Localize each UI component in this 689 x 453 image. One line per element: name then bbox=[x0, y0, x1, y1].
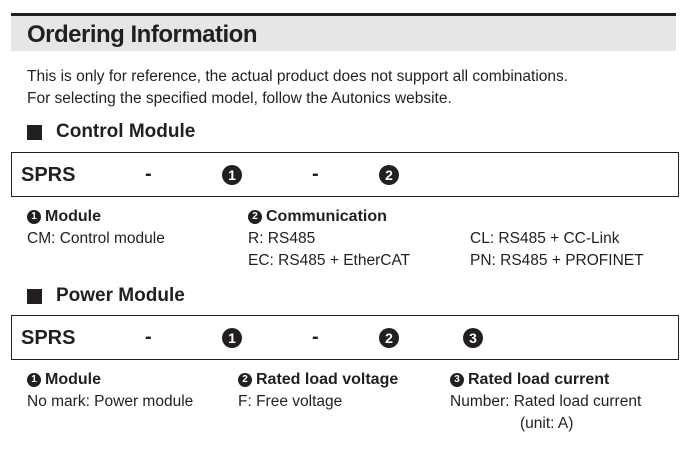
circle-number-icon: 3 bbox=[450, 373, 464, 387]
page-title: Ordering Information bbox=[27, 21, 258, 48]
square-bullet-icon bbox=[27, 288, 42, 304]
voltage-col: 2 Rated load voltage F: Free voltage bbox=[238, 369, 398, 413]
power-module-col: 1 Module No mark: Power module bbox=[27, 369, 193, 413]
current-heading-label: Rated load current bbox=[468, 371, 610, 388]
circle-number-2: 2 bbox=[379, 328, 399, 348]
circle-number-2: 2 bbox=[379, 165, 399, 185]
control-module-col: 1 Module CM: Control module bbox=[27, 206, 165, 250]
control-module-heading: Control Module bbox=[27, 121, 195, 143]
circle-number-icon: 1 bbox=[27, 210, 41, 224]
section-title-bar: Ordering Information bbox=[11, 13, 676, 51]
communication-heading-label: Communication bbox=[266, 208, 387, 225]
intro-text: This is only for reference, the actual p… bbox=[27, 66, 568, 110]
module-option: No mark: Power module bbox=[27, 393, 194, 410]
communication-option: CL: RS485 + CC-Link bbox=[470, 230, 620, 247]
dash-separator: - bbox=[145, 163, 152, 185]
current-option-unit: (unit: A) bbox=[520, 415, 574, 432]
circle-number-3: 3 bbox=[463, 328, 483, 348]
current-heading: 3 Rated load current bbox=[450, 369, 641, 391]
communication-option: EC: RS485 + EtherCAT bbox=[248, 252, 411, 269]
model-prefix: SPRS bbox=[21, 327, 76, 349]
dash-separator: - bbox=[312, 326, 319, 348]
model-prefix: SPRS bbox=[21, 164, 76, 186]
intro-line-1: This is only for reference, the actual p… bbox=[27, 68, 569, 85]
module-heading-label: Module bbox=[45, 371, 101, 388]
square-bullet-icon bbox=[27, 124, 42, 140]
module-heading: 1 Module bbox=[27, 369, 193, 391]
communication-col-2: CL: RS485 + CC-Link PN: RS485 + PROFINET bbox=[470, 228, 644, 272]
control-module-code-box: SPRS - 1 - 2 bbox=[11, 152, 679, 197]
module-option: CM: Control module bbox=[27, 230, 165, 247]
dash-separator: - bbox=[145, 326, 152, 348]
power-module-code-box: SPRS - 1 - 2 3 bbox=[11, 315, 679, 360]
circle-number-icon: 1 bbox=[27, 373, 41, 387]
communication-option: PN: RS485 + PROFINET bbox=[470, 252, 644, 269]
circle-number-icon: 2 bbox=[238, 373, 252, 387]
intro-line-2: For selecting the specified model, follo… bbox=[27, 90, 452, 107]
circle-number-1: 1 bbox=[222, 328, 242, 348]
module-heading-label: Module bbox=[45, 208, 101, 225]
dash-separator: - bbox=[312, 163, 319, 185]
power-module-heading: Power Module bbox=[27, 285, 185, 307]
communication-col: 2 Communication R: RS485 EC: RS485 + Eth… bbox=[248, 206, 410, 272]
voltage-heading-label: Rated load voltage bbox=[256, 371, 399, 388]
circle-number-1: 1 bbox=[222, 165, 242, 185]
module-heading: 1 Module bbox=[27, 206, 165, 228]
control-module-heading-label: Control Module bbox=[56, 121, 196, 142]
voltage-heading: 2 Rated load voltage bbox=[238, 369, 398, 391]
current-col: 3 Rated load current Number: Rated load … bbox=[450, 369, 641, 435]
current-option: Number: Rated load current bbox=[450, 393, 642, 410]
voltage-option: F: Free voltage bbox=[238, 393, 343, 410]
power-module-heading-label: Power Module bbox=[56, 285, 185, 306]
communication-option: R: RS485 bbox=[248, 230, 316, 247]
circle-number-icon: 2 bbox=[248, 210, 262, 224]
communication-heading: 2 Communication bbox=[248, 206, 410, 228]
